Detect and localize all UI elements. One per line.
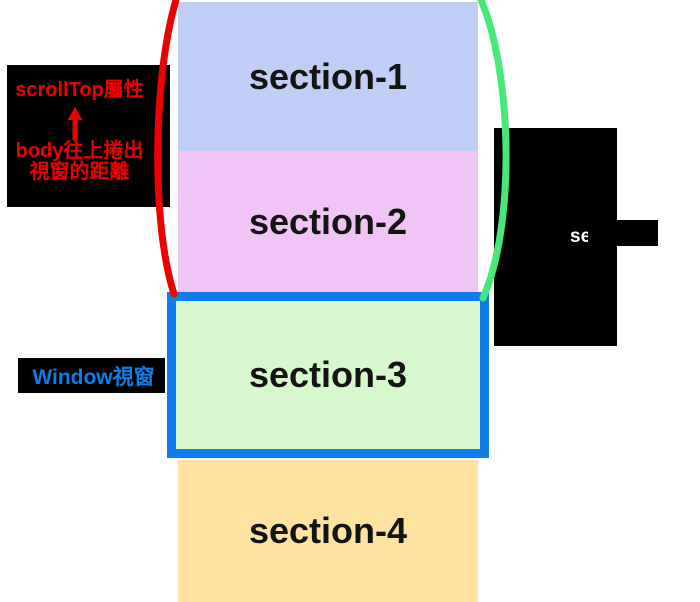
scrolltop-annotation-box: scrollTop屬性 body往上捲出 視窗的距離: [7, 65, 170, 207]
section-4-label: section-4: [248, 510, 408, 551]
window-label-text: Window視窗: [32, 365, 155, 389]
section-1: section-1: [178, 2, 478, 151]
section-3: section-3: [176, 301, 480, 449]
section-4: section-4: [178, 460, 478, 602]
scrolltop-description-line-2: 視窗的距離: [29, 161, 130, 183]
window-label-box: Window視窗: [18, 358, 165, 393]
section-2: section-2: [178, 151, 478, 292]
section-2-label: section-2: [248, 200, 408, 242]
scrolltop-description-line-1: body往上捲出: [15, 140, 144, 162]
section-1-label: section-1: [248, 55, 408, 97]
scrolltop-attribute-label: scrollTop屬性: [15, 79, 144, 101]
section-3-label: section-3: [248, 354, 408, 395]
window-viewport-box: section-3: [167, 292, 489, 458]
redaction-bar: [588, 220, 658, 246]
up-arrow-icon: [67, 107, 83, 140]
